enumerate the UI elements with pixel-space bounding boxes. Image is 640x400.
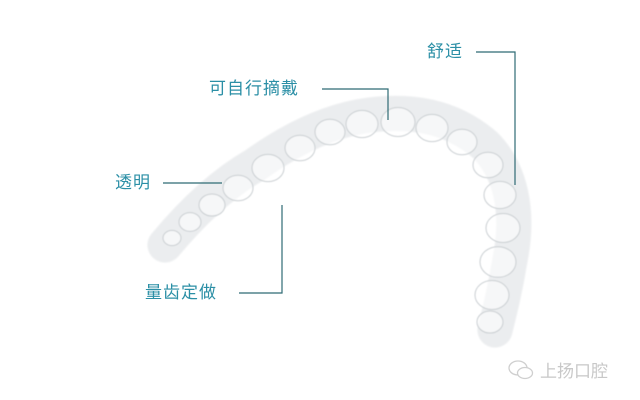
aligner-tooth [162,229,182,247]
aligner-tooth [198,193,226,217]
aligner-tooth [284,134,316,162]
leader-line-removable [322,88,389,120]
wechat-icon [508,359,534,379]
watermark-text: 上扬口腔 [540,362,608,382]
aligner-tooth [446,128,478,156]
label-comfort: 舒适 [427,42,463,62]
aligner-tooth [345,109,379,139]
aligner-tooth [314,118,346,146]
aligner-tooth [485,213,521,243]
label-transparent: 透明 [115,173,151,193]
label-removable: 可自行摘戴 [209,79,299,99]
aligner-tooth [415,113,449,143]
aligner-tooth [251,153,285,183]
leader-line-custom-made [239,205,283,294]
aligner-tooth [222,174,254,202]
watermark: 上扬口腔 [508,357,608,382]
aligner-tooth [472,151,504,179]
aligner-tooth [178,212,202,232]
aligner-tooth [483,180,517,210]
aligner-tooth [474,280,510,310]
label-custom-made: 量齿定做 [145,283,217,303]
leader-line-comfort [476,51,516,185]
leader-lines [163,51,516,294]
aligner-tooth [380,107,416,137]
aligner-tooth [476,310,504,334]
clear-aligner [147,95,532,348]
aligner-tooth [479,246,517,278]
